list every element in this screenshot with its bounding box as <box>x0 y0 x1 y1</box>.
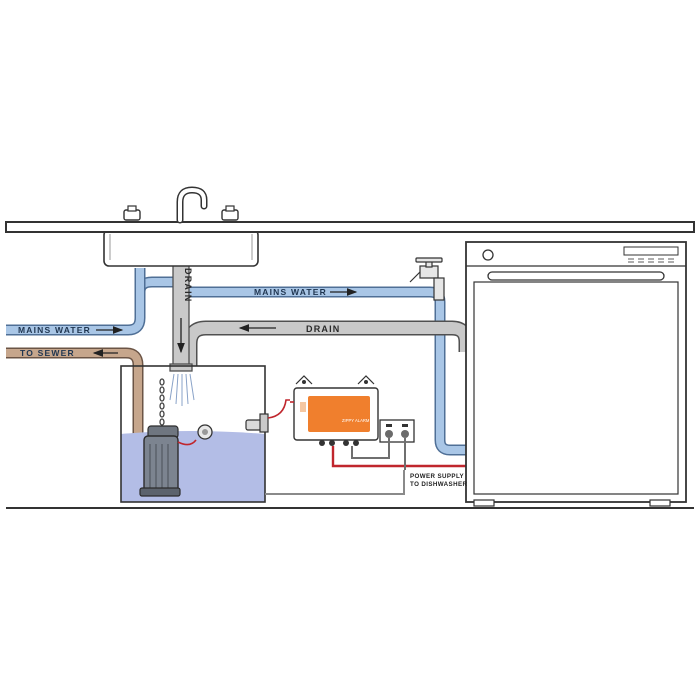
mains-water-pipe <box>6 268 466 456</box>
tap-icon <box>409 257 445 301</box>
power-outlet <box>379 419 415 443</box>
overflow-sensor-icon <box>245 399 290 433</box>
float-chain <box>159 378 165 426</box>
alarm-controller: ZIPPY ALARM <box>293 375 379 446</box>
label-power-supply-line2: TO DISHWASHER <box>410 481 467 488</box>
countertop <box>5 221 695 233</box>
faucet-icon <box>123 186 239 224</box>
label-mains-water-left: MAINS WATER <box>18 325 91 335</box>
label-drain-horizontal: DRAIN <box>306 324 341 334</box>
power-cable-red <box>331 446 466 468</box>
pump-cable <box>265 470 405 495</box>
controller-cable-grey <box>351 438 390 459</box>
float-switch-icon <box>177 424 213 446</box>
label-power-supply-line1: POWER SUPPLY <box>410 473 465 480</box>
label-to-sewer: TO SEWER <box>20 348 75 358</box>
dishwasher <box>465 241 687 507</box>
submersible-pump <box>139 425 181 497</box>
label-mains-water-top: MAINS WATER <box>254 287 327 297</box>
sink <box>103 229 259 267</box>
water-spray <box>169 373 195 406</box>
label-drain-vertical: DRAIN <box>183 268 193 303</box>
controller-badge: ZIPPY ALARM <box>342 418 370 423</box>
